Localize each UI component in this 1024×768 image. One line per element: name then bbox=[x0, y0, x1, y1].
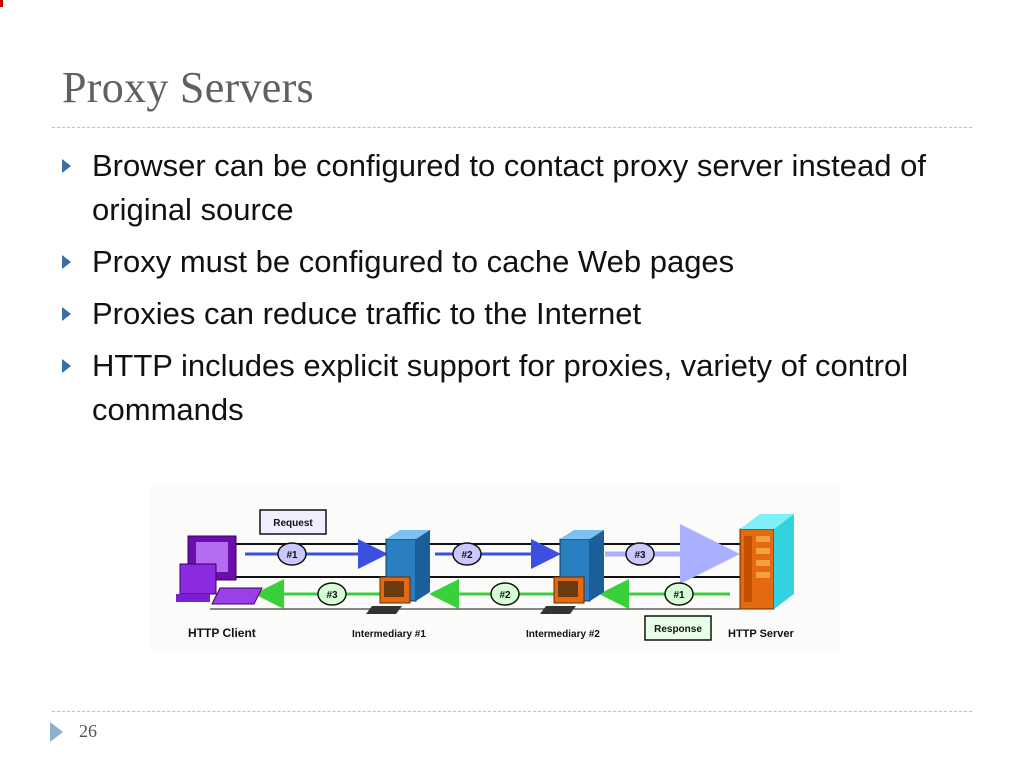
request-hop-badge: #2 bbox=[452, 542, 482, 566]
request-label-box bbox=[259, 509, 327, 535]
hop-label: #3 bbox=[634, 550, 646, 561]
response-hop-badge: #1 bbox=[664, 582, 694, 606]
bullet-arrow-icon bbox=[62, 307, 71, 321]
hop-label: #1 bbox=[286, 550, 298, 561]
bullet-text: HTTP includes explicit support for proxi… bbox=[92, 348, 909, 427]
hop-label: #3 bbox=[326, 590, 338, 601]
hop-label: #1 bbox=[673, 590, 685, 601]
request-hop-badge: #1 bbox=[277, 542, 307, 566]
title-divider bbox=[52, 127, 972, 128]
server-tower-icon bbox=[739, 514, 794, 610]
bullet-text: Proxies can reduce traffic to the Intern… bbox=[92, 296, 642, 331]
bullet-arrow-icon bbox=[62, 255, 71, 269]
intermediary2-computer-icon bbox=[540, 530, 604, 614]
corner-mark bbox=[0, 0, 3, 7]
client-label: HTTP Client bbox=[188, 626, 256, 640]
bullet-item: HTTP includes explicit support for proxi… bbox=[62, 344, 942, 432]
client-computer-icon bbox=[176, 535, 263, 605]
server-label: HTTP Server bbox=[728, 628, 795, 640]
intermediary1-label: Intermediary #1 bbox=[352, 629, 426, 640]
footer-arrow-icon bbox=[50, 722, 63, 742]
bullet-item: Proxies can reduce traffic to the Intern… bbox=[62, 292, 942, 336]
bullet-item: Browser can be configured to contact pro… bbox=[62, 144, 942, 232]
hop-label: #2 bbox=[499, 590, 511, 601]
bullet-item: Proxy must be configured to cache Web pa… bbox=[62, 240, 942, 284]
intermediary2-label: Intermediary #2 bbox=[526, 629, 600, 640]
footer-divider bbox=[52, 711, 972, 712]
page-number: 26 bbox=[79, 721, 97, 741]
response-hop-badge: #3 bbox=[317, 582, 347, 606]
hop-label: #2 bbox=[461, 550, 473, 561]
slide-title: Proxy Servers bbox=[62, 63, 314, 112]
response-label-box bbox=[644, 615, 712, 641]
bullet-list: Browser can be configured to contact pro… bbox=[62, 144, 942, 440]
intermediary1-computer-icon bbox=[366, 530, 430, 614]
bullet-arrow-icon bbox=[62, 159, 71, 173]
proxy-diagram-svg: Request Response #1 #2 #3 #3 #2 #1 bbox=[176, 509, 795, 641]
request-label: Request bbox=[273, 518, 313, 529]
bullet-arrow-icon bbox=[62, 359, 71, 373]
bullet-text: Browser can be configured to contact pro… bbox=[92, 148, 926, 227]
response-label: Response bbox=[654, 624, 702, 635]
request-hop-badge: #3 bbox=[625, 542, 655, 566]
response-hop-badge: #2 bbox=[490, 582, 520, 606]
bullet-text: Proxy must be configured to cache Web pa… bbox=[92, 244, 735, 279]
proxy-chain-diagram: Request Response #1 #2 #3 #3 #2 #1 bbox=[150, 484, 840, 652]
